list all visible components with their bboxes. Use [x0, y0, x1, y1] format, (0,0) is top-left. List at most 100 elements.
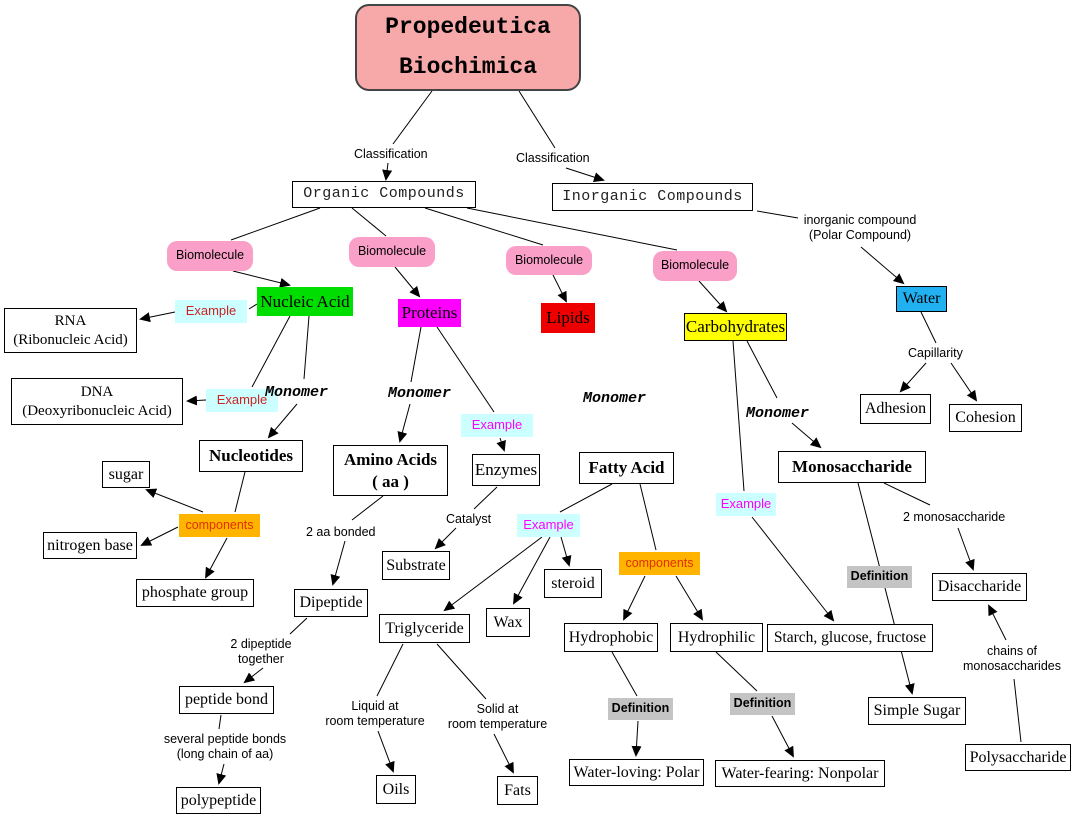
connector-line — [392, 90, 433, 145]
link-label-example-rna: Example — [175, 300, 247, 323]
link-label-biomolecule-4: Biomolecule — [653, 251, 737, 281]
connector-arrow — [988, 604, 1007, 641]
node-dipeptide: Dipeptide — [294, 589, 368, 617]
connector-arrow — [791, 422, 822, 449]
link-label-biomolecule-2: Biomolecule — [349, 237, 435, 267]
link-label-classification-left: Classification — [354, 147, 428, 161]
connector-arrow — [205, 537, 228, 579]
node-cohesion: Cohesion — [949, 404, 1022, 432]
connector-arrow — [496, 437, 506, 452]
connector-arrow — [675, 575, 704, 621]
connector-arrow — [565, 167, 605, 182]
node-organic-compounds: Organic Compounds — [292, 181, 476, 208]
link-label-definition-hydrophilic: Definition — [730, 693, 795, 715]
node-substrate: Substrate — [382, 551, 450, 580]
node-fats: Fats — [497, 776, 538, 805]
node-triglyceride: Triglyceride — [379, 614, 470, 643]
connector-arrow — [751, 516, 835, 622]
link-label-biomolecule-1: Biomolecule — [167, 241, 253, 271]
node-water: Water — [896, 286, 947, 312]
connector-arrow — [186, 395, 207, 406]
node-fatty-acid: Fatty Acid — [579, 452, 674, 484]
node-polypeptide: polypeptide — [176, 787, 261, 814]
link-label-biomolecule-3: Biomolecule — [506, 246, 592, 275]
connector-line — [732, 340, 745, 492]
connector-line — [473, 486, 498, 510]
connector-arrow — [950, 362, 978, 402]
link-label-inorganic-compound: inorganic compound (Polar Compound) — [803, 213, 917, 242]
connector-arrow — [560, 536, 572, 567]
link-label-capillarity: Capillarity — [908, 346, 963, 360]
node-peptide-bond: peptide bond — [179, 686, 274, 714]
node-nucleic-acid: Nucleic Acid — [257, 287, 353, 316]
connector-arrow — [771, 715, 794, 758]
node-disaccharide: Disaccharide — [932, 573, 1027, 601]
node-sugar: sugar — [102, 461, 150, 488]
link-label-solid-at-room-temperature: Solid at room temperature — [447, 702, 548, 731]
connector-arrow — [434, 527, 457, 550]
connector-arrow — [552, 274, 567, 303]
node-enzymes: Enzymes — [472, 454, 540, 486]
link-label-classification-right: Classification — [516, 151, 590, 165]
connector-arrow — [860, 246, 905, 285]
node-wax: Wax — [486, 608, 530, 637]
node-rna: RNA (Ribonucleic Acid) — [4, 308, 137, 353]
link-label-components-nucleotides: components — [179, 514, 260, 537]
connector-line — [436, 643, 487, 700]
connector-arrow — [377, 730, 395, 773]
connector-line — [410, 326, 422, 383]
link-label-monomer-nucleic: Monomer — [265, 384, 329, 401]
node-lipids: Lipids — [541, 303, 595, 333]
connector-line — [424, 207, 544, 246]
connector-arrow — [140, 526, 179, 546]
connector-line — [218, 714, 222, 730]
link-label-example-enzymes: Example — [461, 414, 533, 437]
connector-line — [466, 207, 678, 251]
connector-line — [230, 207, 321, 241]
connector-arrow — [232, 270, 291, 288]
connector-line — [251, 315, 291, 388]
link-label-definition-hydrophobic: Definition — [608, 698, 673, 720]
connector-line — [351, 207, 387, 237]
link-label-definition-monosaccharide: Definition — [847, 566, 912, 588]
link-label-example-fatty-acid: Example — [517, 514, 580, 537]
link-label-monomer-proteins: Monomer — [388, 385, 452, 402]
link-label-2-aa-bonded: 2 aa bonded — [306, 525, 376, 539]
node-phosphate-group: phosphate group — [136, 579, 254, 607]
connector-line — [351, 495, 384, 521]
connector-line — [756, 210, 799, 219]
connector-line — [436, 326, 495, 413]
node-monosaccharide: Monosaccharide — [778, 451, 926, 483]
connector-arrow — [139, 311, 176, 323]
link-label-liquid-at-room-temperature: Liquid at room temperature — [325, 699, 425, 728]
connector-arrow — [330, 540, 346, 586]
connector-line — [920, 311, 937, 344]
connector-arrow — [443, 536, 543, 612]
link-label-example-carbohydrates: Example — [716, 493, 776, 516]
connector-line — [289, 617, 308, 635]
node-steroid: steroid — [544, 569, 602, 598]
connector-arrow — [145, 488, 204, 513]
connector-arrow — [899, 362, 927, 393]
node-polysaccharide: Polysaccharide — [965, 744, 1071, 771]
connector-line — [746, 340, 778, 399]
link-label-catalyst: Catalyst — [446, 512, 492, 526]
node-starch-glucose-fructose: Starch, glucose, fructose — [767, 624, 933, 652]
node-nucleotides: Nucleotides — [199, 440, 303, 472]
link-label-chains-of-monosaccharides: chains of monosaccharides — [963, 644, 1061, 673]
connector-arrow — [397, 403, 411, 443]
node-oils: Oils — [376, 775, 416, 804]
connector-arrow — [631, 720, 642, 757]
connector-line — [715, 651, 758, 692]
connector-arrow — [243, 667, 264, 684]
connector-line — [611, 651, 638, 697]
node-adhesion: Adhesion — [860, 394, 931, 424]
node-nitrogen-base: nitrogen base — [43, 532, 137, 559]
connector-arrow — [394, 266, 421, 298]
link-label-monomer-lipids: Monomer — [583, 390, 647, 407]
link-label-2-dipeptide-together: 2 dipeptide together — [230, 637, 292, 666]
connector-line — [639, 483, 657, 551]
node-water-fearing-nonpolar: Water-fearing: Nonpolar — [715, 760, 885, 787]
connector-line — [376, 643, 404, 697]
